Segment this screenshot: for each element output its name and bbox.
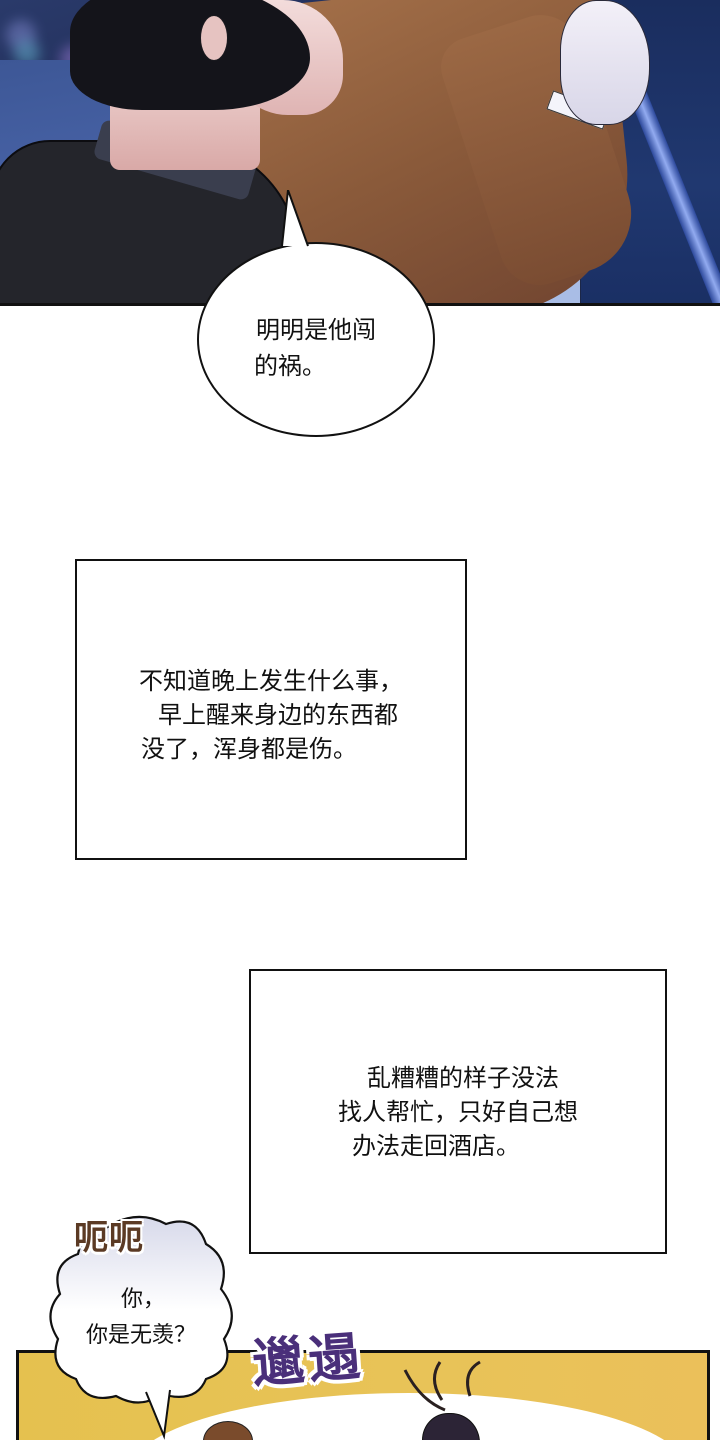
caption-line: 早上醒来身边的东西都 [158,700,398,729]
dialogue-line: 明明是他闯 [256,316,376,344]
caption-text: 乱糟糟的样子没法 找人帮忙，只好自己想 办法走回酒店。 [338,1061,578,1163]
character-hand [560,0,650,125]
speech-bubble-tail [281,190,309,247]
caption-line: 没了，浑身都是伤。 [141,734,357,763]
speech-bubble-text: 明明是他闯 的祸。 [197,312,435,384]
cloud-bubble-text: 你， 你是无羡？ [46,1282,236,1354]
dialogue-line: 的祸。 [254,352,326,380]
narration-caption: 不知道晚上发生什么事， 早上醒来身边的东西都 没了，浑身都是伤。 [75,559,467,860]
narration-caption: 乱糟糟的样子没法 找人帮忙，只好自己想 办法走回酒店。 [249,969,667,1254]
thought-cloud-bubble [46,1214,236,1440]
character-ear [200,15,228,61]
caption-line: 找人帮忙，只好自己想 [338,1097,578,1126]
sound-effect-lata: 邋遢 [250,1327,367,1395]
dialogue-line: 你是无羡？ [85,1323,196,1348]
caption-line: 不知道晚上发生什么事， [139,666,403,695]
dialogue-line: 你， [120,1287,165,1312]
speech-bubble [197,242,435,437]
caption-line: 办法走回酒店。 [352,1131,520,1160]
sound-effect-ee: 呃呃 [74,1218,144,1258]
caption-line: 乱糟糟的样子没法 [367,1063,559,1092]
caption-text: 不知道晚上发生什么事， 早上醒来身边的东西都 没了，浑身都是伤。 [139,664,403,766]
character-hair [70,0,310,110]
shock-lines-icon [403,1360,481,1412]
